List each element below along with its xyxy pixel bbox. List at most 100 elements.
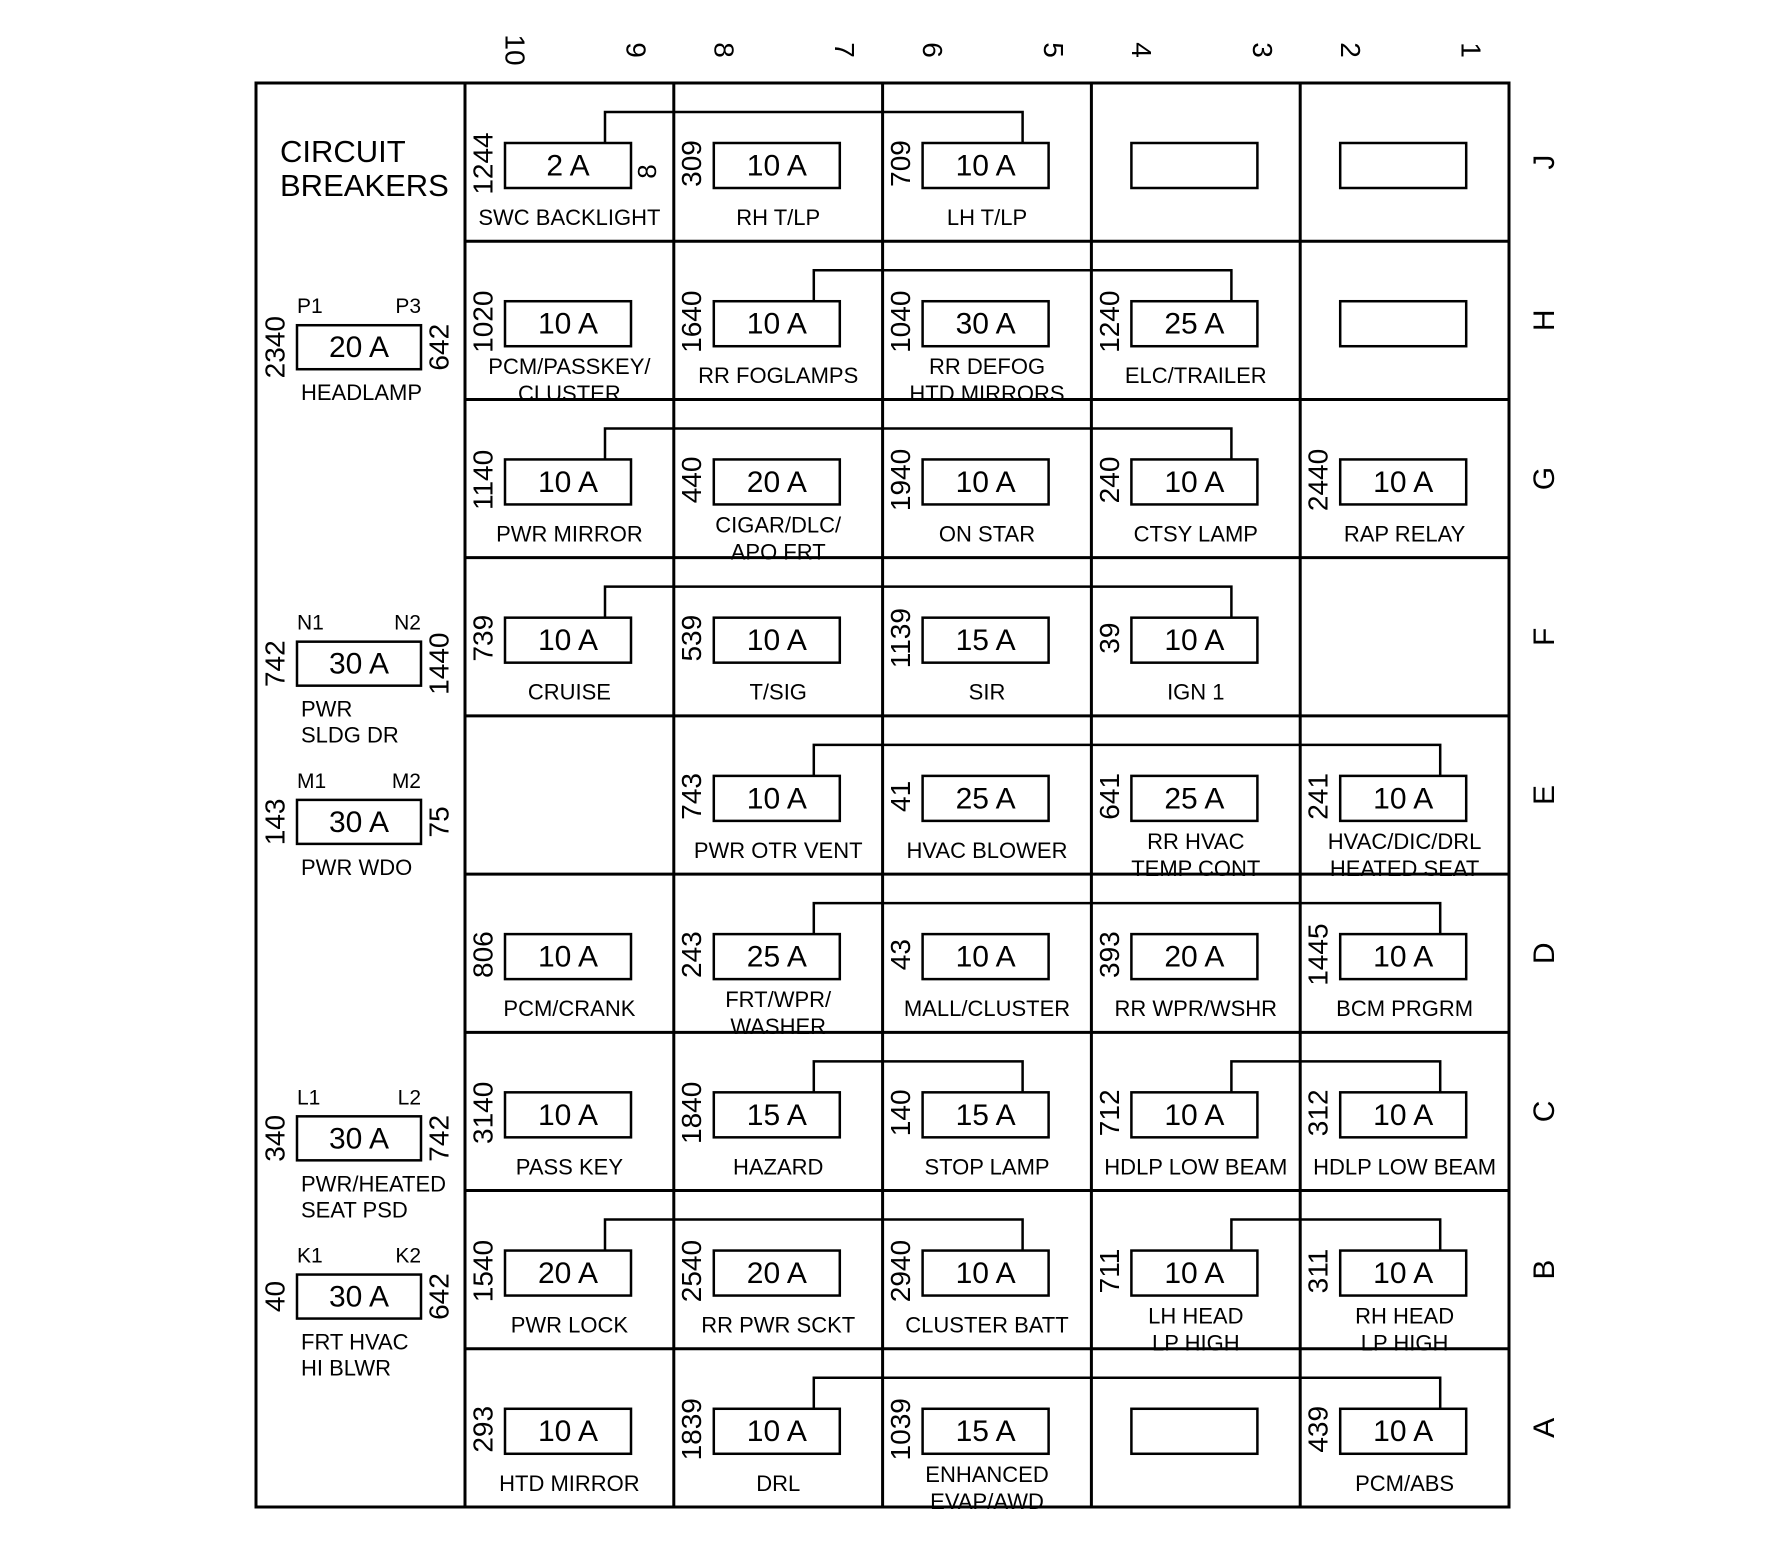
fuse-box (503, 299, 633, 348)
circuit-number: 1039 (885, 1398, 916, 1460)
fuse-label: CTSY LAMP (1134, 521, 1258, 546)
fuse-box (1130, 1091, 1259, 1139)
fuse-box (921, 1249, 1050, 1297)
fuse-label: HVAC BLOWER (907, 838, 1068, 863)
fuse-label: IGN 1 (1167, 680, 1224, 705)
circuit-number: 1839 (676, 1398, 707, 1460)
circuit-number: 1940 (885, 449, 916, 511)
circuit-number: 311 (1303, 1249, 1334, 1294)
fuse-rating: 10 A (1373, 782, 1433, 815)
row-letter: B (1528, 1260, 1561, 1280)
circuit-number: 2540 (676, 1240, 707, 1302)
fuse-rating: 20 A (747, 466, 807, 499)
fuse-rating: 25 A (747, 941, 807, 974)
circuit-number: 309 (676, 140, 707, 187)
circuit-number: 293 (467, 1406, 498, 1453)
fuse-box (712, 616, 842, 664)
fuse-rating: 25 A (1164, 782, 1224, 815)
fuse-label: CLUSTER (518, 381, 621, 406)
fuse-box (712, 1249, 842, 1297)
circuit-number: 739 (467, 615, 498, 662)
fuse-box (921, 932, 1050, 981)
breaker-rating: 30 A (329, 1280, 389, 1313)
circuit-number: 1240 (1094, 291, 1125, 353)
circuit-number: 1139 (885, 608, 916, 668)
fuse-rating: 10 A (1164, 466, 1224, 499)
fuse-label: ON STAR (939, 521, 1035, 546)
fuse-box (1130, 932, 1259, 981)
breaker-label: SLDG DR (301, 723, 399, 748)
fuse-label: PASS KEY (516, 1154, 624, 1179)
fuse-box (921, 616, 1050, 664)
fuse-label: PWR OTR VENT (694, 838, 863, 863)
fuse-label: PWR MIRROR (496, 521, 643, 546)
empty-fuse-slot (1130, 1407, 1259, 1456)
fuse-label: APO FRT (731, 539, 826, 564)
breaker-rating: 30 A (329, 806, 389, 839)
fuse-rating: 10 A (1373, 1415, 1433, 1448)
fuse-box (1130, 616, 1259, 664)
fuse-rating: 2 A (546, 149, 589, 182)
fuse-rating: 10 A (538, 624, 598, 657)
breaker-pin: L2 (398, 1086, 421, 1109)
bus-connector (812, 1060, 1024, 1093)
fuse-box (712, 774, 842, 823)
fuse-box (1338, 774, 1468, 823)
fuse-rating: 10 A (1164, 624, 1224, 657)
fuse-rating: 10 A (1373, 941, 1433, 974)
fuse-label: HAZARD (733, 1154, 823, 1179)
breaker-box (295, 798, 423, 846)
fuse-box (712, 141, 842, 190)
fuse-label: HVAC/DIC/DRL (1328, 829, 1482, 854)
fuse-label: RR DEFOG (929, 354, 1045, 379)
row-letter: H (1528, 309, 1561, 331)
circuit-number: 1244 (467, 132, 498, 194)
fuse-rating: 10 A (1164, 1257, 1224, 1290)
fuse-label: HTD MIRRORS (909, 381, 1064, 406)
fuse-label: HDLP LOW BEAM (1313, 1154, 1496, 1179)
fuse-rating: 10 A (1373, 466, 1433, 499)
bus-connector (1230, 1218, 1442, 1251)
fuse-box (921, 299, 1050, 348)
bus-connector (812, 743, 1442, 776)
fuse-box (1338, 932, 1468, 981)
fuse-box (921, 774, 1050, 823)
column-number: 5 (1038, 42, 1069, 58)
fuse-rating: 10 A (956, 1257, 1016, 1290)
circuit-number: 709 (885, 140, 916, 187)
fuse-box (503, 616, 633, 664)
fuse-grid (254, 81, 1511, 1509)
breaker-pin: M2 (392, 770, 421, 793)
fuse-box (1338, 458, 1468, 506)
fuse-label: PCM/CRANK (503, 996, 635, 1021)
column-number: 4 (1126, 42, 1157, 58)
circuit-number: 539 (676, 615, 707, 662)
fuse-label: RH T/LP (736, 205, 820, 230)
circuit-number: 711 (1094, 1249, 1125, 1294)
breaker-label: SEAT PSD (301, 1197, 408, 1222)
fuse-label: TEMP CONT (1131, 856, 1260, 881)
breaker-pin: L1 (297, 1086, 320, 1109)
breaker-circuit-right: 742 (423, 1115, 454, 1162)
fuse-label: RR FOGLAMPS (698, 363, 858, 388)
breaker-label: PWR/HEATED (301, 1171, 446, 1196)
fuse-cell (1338, 141, 1468, 190)
fuse-rating: 20 A (747, 1257, 807, 1290)
row-letter: E (1528, 785, 1561, 805)
fuse-rating: 30 A (956, 308, 1016, 341)
